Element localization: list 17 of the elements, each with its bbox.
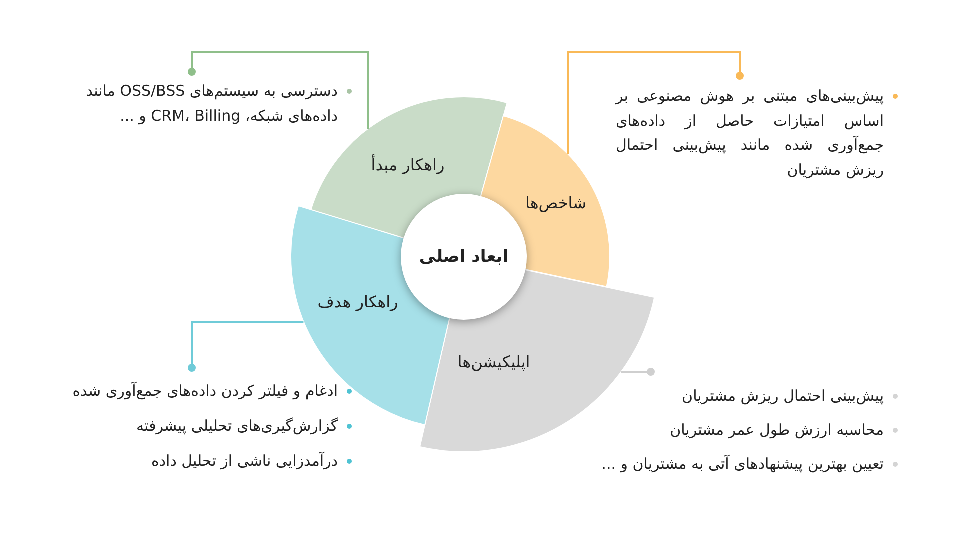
leader-line — [567, 51, 744, 154]
leader-line — [622, 368, 655, 376]
leader-line — [188, 51, 369, 129]
list-item: تعیین بهترین پیشنهادهای آتی به مشتریان و ... — [600, 454, 884, 475]
list-item: گزارش‌گیری‌های تحلیلی پیشرفته — [136, 416, 338, 437]
list-item: ادغام و فیلتر کردن داده‌های جمع‌آوری شده — [72, 381, 338, 402]
list-item: محاسبه ارزش طول عمر مشتریان — [669, 420, 884, 441]
sector-label: شاخص‌ها — [525, 193, 587, 212]
sector-label: اپلیکیشن‌ها — [458, 352, 530, 372]
sector-label: راهکار مبدأ — [371, 156, 445, 174]
list-item: درآمدزایی ناشی از تحلیل داده — [150, 451, 338, 472]
center-label: ابعاد اصلی — [419, 247, 509, 267]
leader-line — [188, 321, 304, 372]
list-item: پیش‌بینی‌های مبتنی بر هوش مصنوعی بر اساس امتیازات حاصل از داده‌های جمع‌آوری شده مانند پیش‌بینی احتمال ریزش مشتریان — [616, 86, 884, 181]
list-item: دسترسی به سیستم‌های OSS/BSS مانند داده‌های شبکه، CRM، Billing و ... — [85, 81, 338, 127]
list-item: پیش‌بینی احتمال ریزش مشتریان — [681, 386, 884, 407]
sector-label: راهکار هدف — [318, 292, 398, 312]
